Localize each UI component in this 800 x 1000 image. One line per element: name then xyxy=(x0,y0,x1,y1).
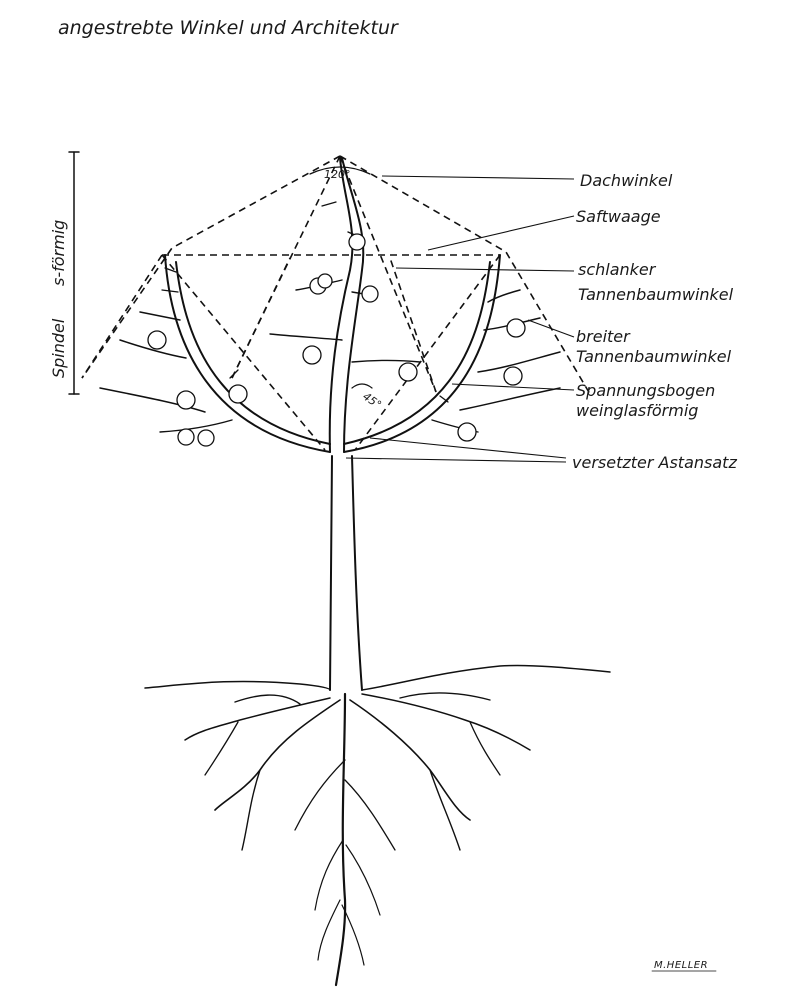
callout-breiter-tannenbaumwinkel: Tannenbaumwinkel xyxy=(576,347,732,366)
apple xyxy=(177,428,195,446)
spindel-label: Spindel xyxy=(49,318,68,378)
height-scale-bar xyxy=(68,151,80,395)
apple xyxy=(197,429,215,447)
callout-schlanker-tannenbaumwinkel: Tannenbaumwinkel xyxy=(578,285,734,304)
apple xyxy=(176,390,196,410)
tree-trunk xyxy=(329,455,363,691)
callout-breiter: breiter xyxy=(576,327,631,346)
artist-signature: M.HELLER xyxy=(654,960,708,971)
apples xyxy=(147,233,526,447)
apple xyxy=(317,273,333,289)
apple xyxy=(398,362,418,382)
top-angle-label: 120° xyxy=(324,168,351,181)
apple xyxy=(506,318,526,338)
apple xyxy=(457,422,477,442)
apple xyxy=(147,330,167,350)
apple xyxy=(361,285,379,303)
callout-versetzter-astansatz: versetzter Astansatz xyxy=(572,453,737,472)
callout-leader-lines xyxy=(345,175,575,463)
apple xyxy=(503,366,523,386)
tree-crown xyxy=(99,157,561,453)
apple xyxy=(228,384,248,404)
callout-weinglasfoermig: weinglasförmig xyxy=(576,401,698,420)
callout-spannungsbogen: Spannungsbogen xyxy=(576,381,715,400)
apple xyxy=(348,233,366,251)
callout-saftwaage: Saftwaage xyxy=(576,207,661,226)
inner-angle-label: 45° xyxy=(360,390,383,412)
angle-construction-lines xyxy=(81,155,591,451)
callout-schlanker: schlanker xyxy=(578,260,657,279)
ground-line xyxy=(144,664,611,691)
diagram-title: angestrebte Winkel und Architektur xyxy=(58,17,399,39)
apple xyxy=(302,345,322,365)
callout-dachwinkel: Dachwinkel xyxy=(580,171,673,190)
s-foermig-label: s-förmig xyxy=(49,220,68,286)
root-system xyxy=(184,692,531,987)
